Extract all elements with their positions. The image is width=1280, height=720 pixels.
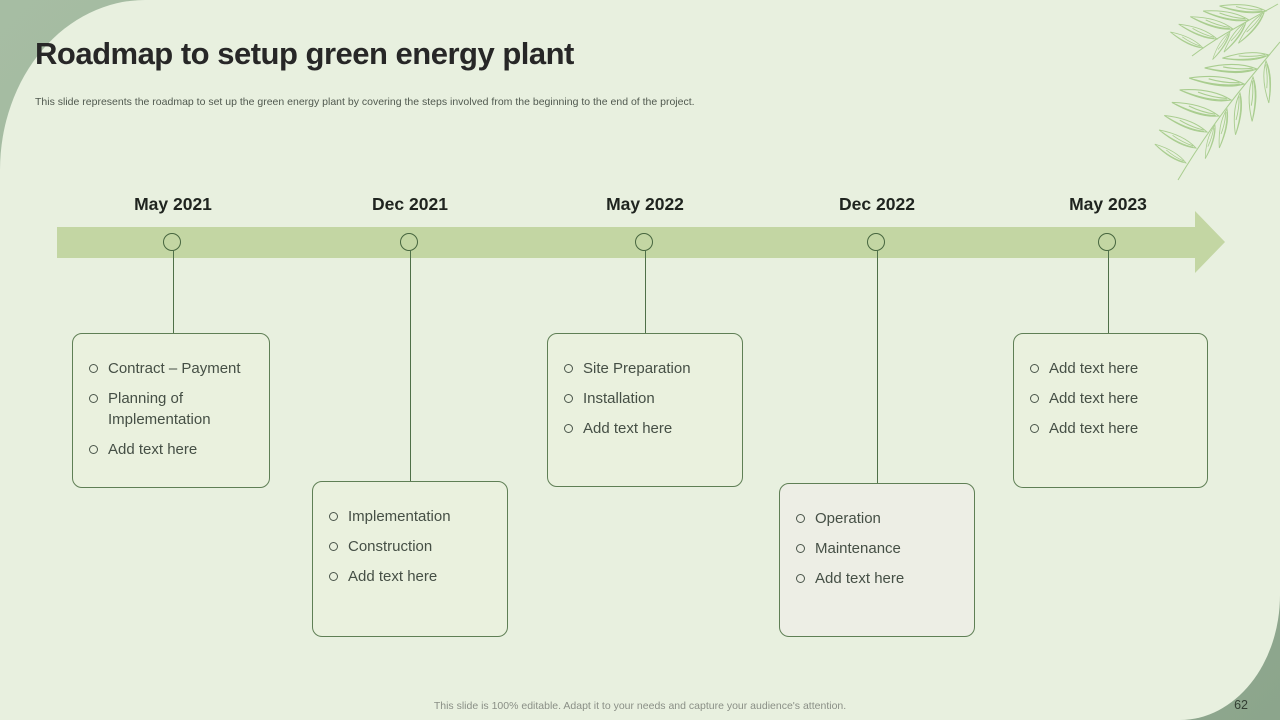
timeline-bar — [57, 227, 1197, 258]
leaf-decoration — [1154, 0, 1280, 181]
milestone-date-1: May 2021 — [134, 194, 212, 214]
circle-bullet-icon — [564, 364, 573, 373]
bullet-text: Construction — [348, 538, 433, 555]
bullet-item: Site Preparation — [562, 358, 730, 379]
bullet-item: Add text here — [87, 439, 257, 460]
timeline-node-3 — [635, 233, 653, 251]
slide-title: Roadmap to setup green energy plant — [35, 36, 574, 71]
timeline-arrowhead-icon — [1195, 211, 1225, 273]
bullet-item: Add text here — [794, 568, 962, 589]
circle-bullet-icon — [1030, 424, 1039, 433]
circle-bullet-icon — [1030, 364, 1039, 373]
bullet-item: Add text here — [327, 566, 495, 587]
bullet-text: Implementation — [348, 508, 451, 525]
milestone-date-4: Dec 2022 — [839, 194, 915, 214]
circle-bullet-icon — [564, 424, 573, 433]
timeline-node-2 — [400, 233, 418, 251]
circle-bullet-icon — [796, 574, 805, 583]
bullet-text: Add text here — [1049, 360, 1139, 377]
bullet-text: Maintenance — [815, 540, 901, 557]
timeline-node-5 — [1098, 233, 1116, 251]
circle-bullet-icon — [329, 512, 338, 521]
slide-subtitle: This slide represents the roadmap to set… — [35, 96, 695, 108]
bullet-text: Site Preparation — [583, 360, 691, 377]
bullet-item: Add text here — [562, 418, 730, 439]
timeline-node-1 — [163, 233, 181, 251]
milestone-date-2: Dec 2021 — [372, 194, 448, 214]
page-number: 62 — [1234, 698, 1248, 712]
bullet-item: Maintenance — [794, 538, 962, 559]
milestone-box-2: Implementation Construction Add text her… — [312, 481, 508, 637]
circle-bullet-icon — [796, 514, 805, 523]
circle-bullet-icon — [329, 572, 338, 581]
milestone-box-5: Add text here Add text here Add text her… — [1013, 333, 1208, 488]
circle-bullet-icon — [89, 364, 98, 373]
bullet-text: Add text here — [348, 568, 438, 585]
connector-line-3 — [645, 250, 646, 334]
bullet-item: Contract – Payment — [87, 358, 257, 379]
circle-bullet-icon — [1030, 394, 1039, 403]
milestone-box-1: Contract – Payment Planning of Implement… — [72, 333, 270, 488]
bullet-text: Add text here — [1049, 420, 1139, 437]
bullet-item: Add text here — [1028, 388, 1195, 409]
bullet-text: Contract – Payment — [108, 360, 241, 377]
timeline-node-4 — [867, 233, 885, 251]
bullet-text: Add text here — [1049, 390, 1139, 407]
milestone-date-3: May 2022 — [606, 194, 684, 214]
circle-bullet-icon — [89, 394, 98, 403]
circle-bullet-icon — [329, 542, 338, 551]
milestone-box-3: Site Preparation Installation Add text h… — [547, 333, 743, 487]
bullet-item: Add text here — [1028, 358, 1195, 379]
milestone-box-4: Operation Maintenance Add text here — [779, 483, 975, 637]
bullet-text: Add text here — [815, 570, 905, 587]
milestone-date-5: May 2023 — [1069, 194, 1147, 214]
circle-bullet-icon — [89, 445, 98, 454]
bullet-text: Add text here — [583, 420, 673, 437]
footer-note: This slide is 100% editable. Adapt it to… — [433, 700, 847, 712]
bullet-item: Construction — [327, 536, 495, 557]
connector-line-1 — [173, 250, 174, 334]
bullet-text: Operation — [815, 510, 881, 527]
connector-line-2 — [410, 250, 411, 482]
bullet-text: Installation — [583, 390, 655, 407]
connector-line-4 — [877, 250, 878, 484]
bullet-text: Planning of Implementation — [108, 390, 211, 428]
bullet-item: Operation — [794, 508, 962, 529]
bullet-item: Installation — [562, 388, 730, 409]
circle-bullet-icon — [564, 394, 573, 403]
bullet-text: Add text here — [108, 441, 198, 458]
bullet-item: Planning of Implementation — [87, 388, 257, 430]
bullet-item: Add text here — [1028, 418, 1195, 439]
circle-bullet-icon — [796, 544, 805, 553]
bullet-item: Implementation — [327, 506, 495, 527]
connector-line-5 — [1108, 250, 1109, 334]
